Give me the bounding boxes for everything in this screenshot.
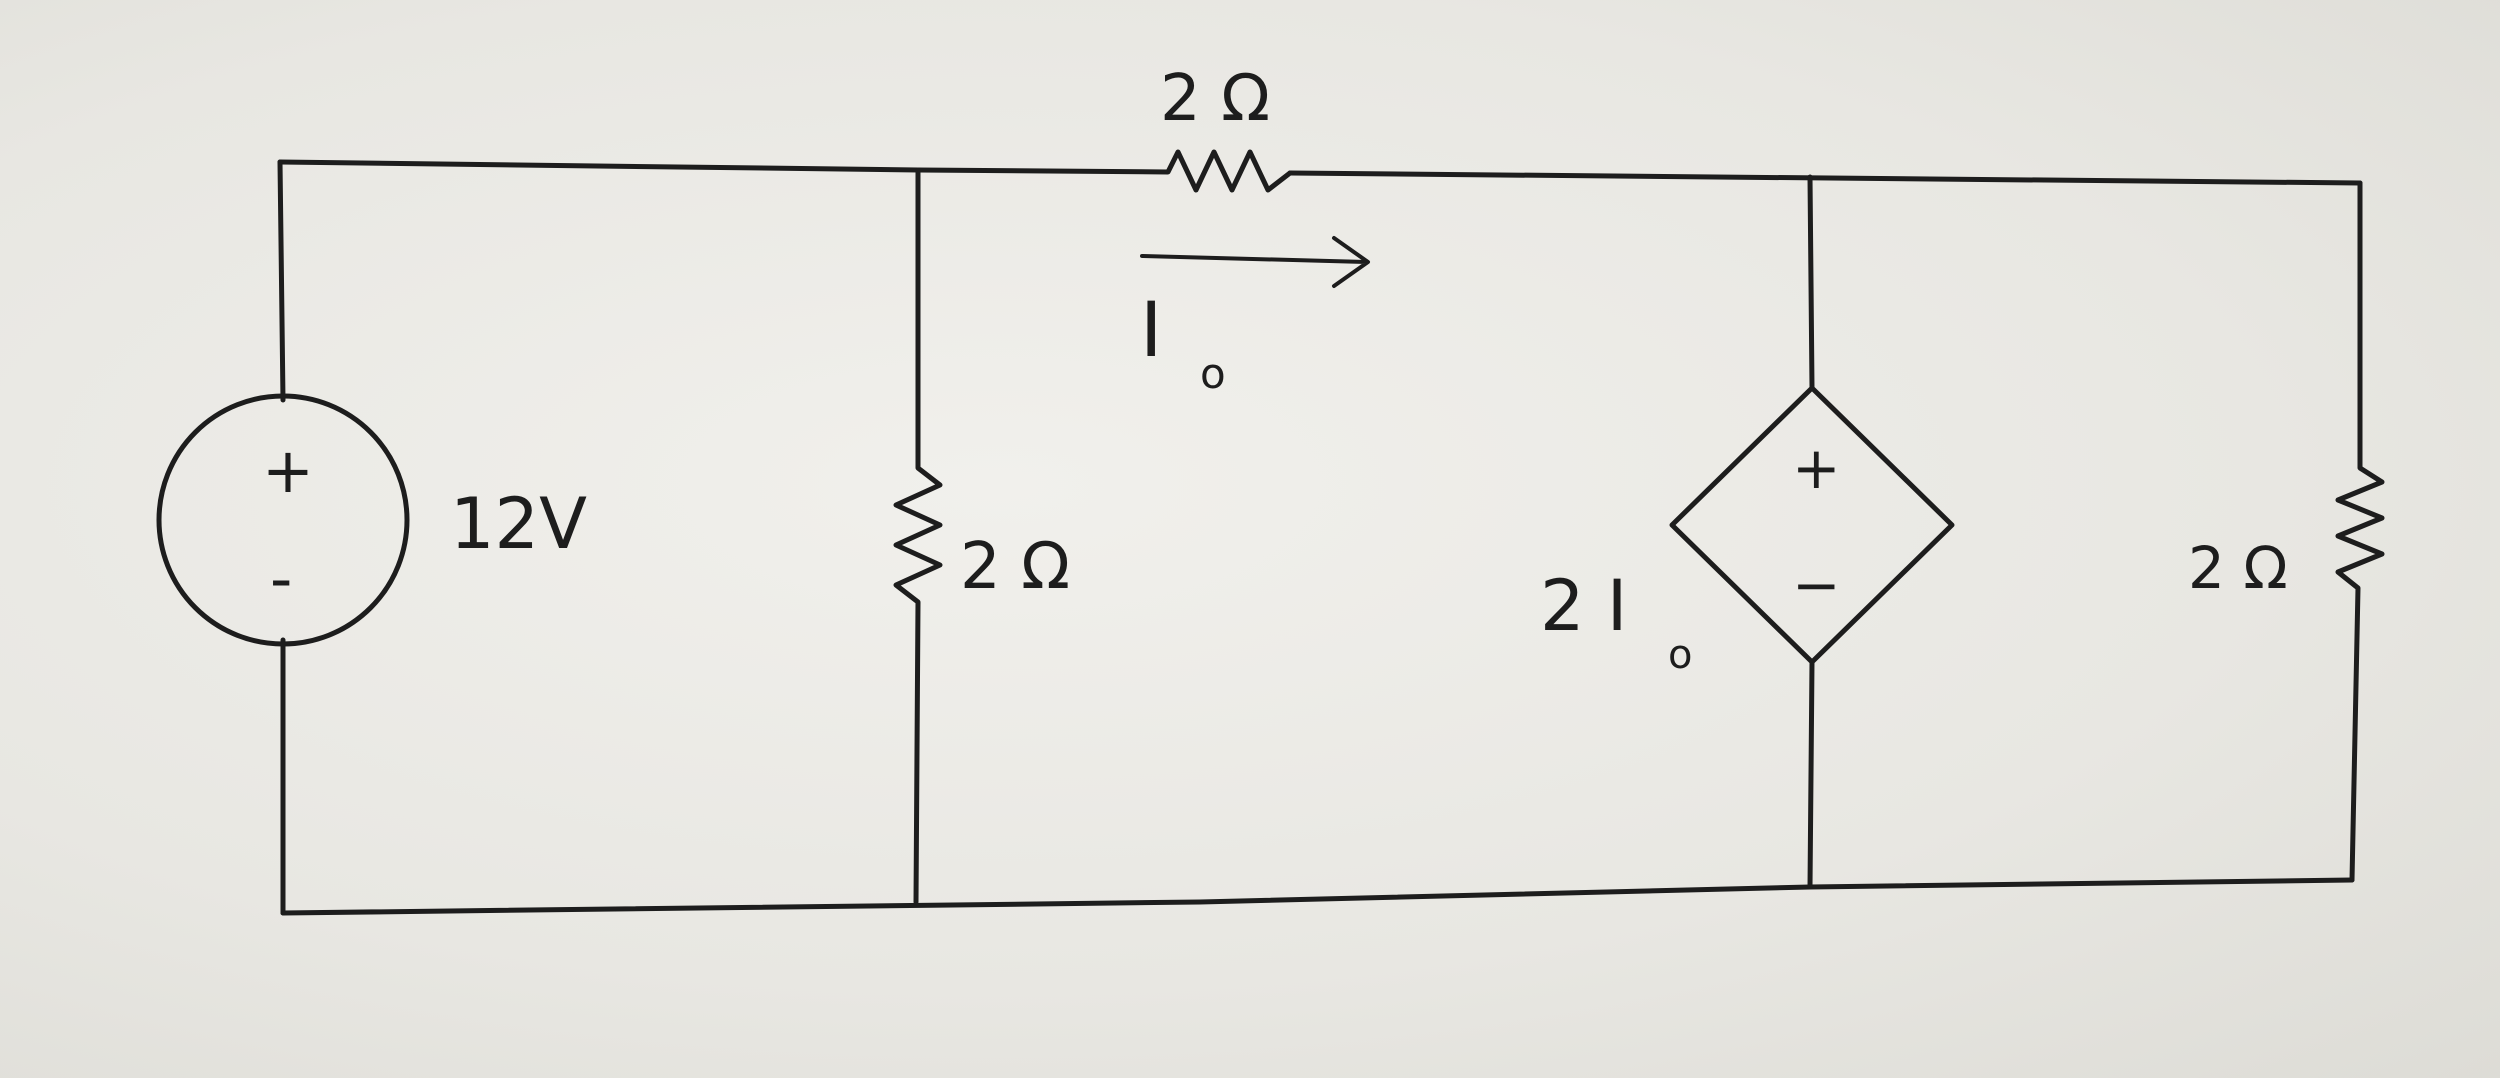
voltage-source-circle (156, 393, 410, 647)
middle-wire (893, 167, 943, 905)
top-wire-right (1287, 170, 2363, 186)
voltage-source-label: 12V (450, 483, 587, 565)
voltage-source-plus: + (262, 434, 314, 507)
current-symbol: I (1140, 285, 1162, 374)
dep-wire-bottom (1807, 659, 1815, 890)
middle-resistor-label: 2 Ω (960, 530, 1070, 604)
top-resistor-label: 2 Ω (1160, 62, 1270, 136)
dependent-source-minus: − (1792, 551, 1841, 619)
dependent-source-diamond (1669, 385, 1955, 665)
dependent-source-plus: + (1792, 434, 1841, 502)
top-resistor (915, 149, 1293, 193)
right-wire (2335, 180, 2385, 883)
dep-wire-top (1807, 174, 1815, 391)
right-resistor-label: 2 Ω (2188, 534, 2288, 602)
left-wire-top (277, 159, 286, 403)
current-arrow-icon (1140, 236, 1370, 288)
top-wire-left (277, 159, 921, 173)
bottom-wire (280, 877, 2355, 916)
voltage-source-minus: - (270, 542, 292, 615)
current-subscript: o (1200, 349, 1226, 398)
dependent-source-subscript: o (1668, 632, 1692, 678)
dependent-source-gain: 2 I (1540, 565, 1627, 647)
